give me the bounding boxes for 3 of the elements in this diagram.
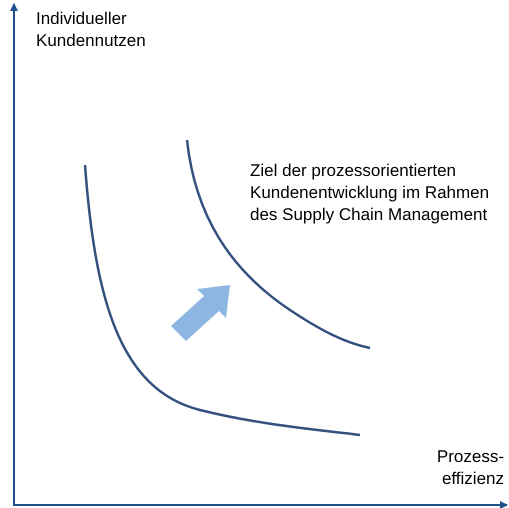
axis-label: Individueller Kundennutzen: [36, 8, 147, 52]
axis-label: Prozess- effizienz: [436, 446, 504, 490]
annotation-text: Ziel der prozessorientierten Kundenentwicklung im Rahmen des Supply Chain Management: [250, 160, 490, 226]
